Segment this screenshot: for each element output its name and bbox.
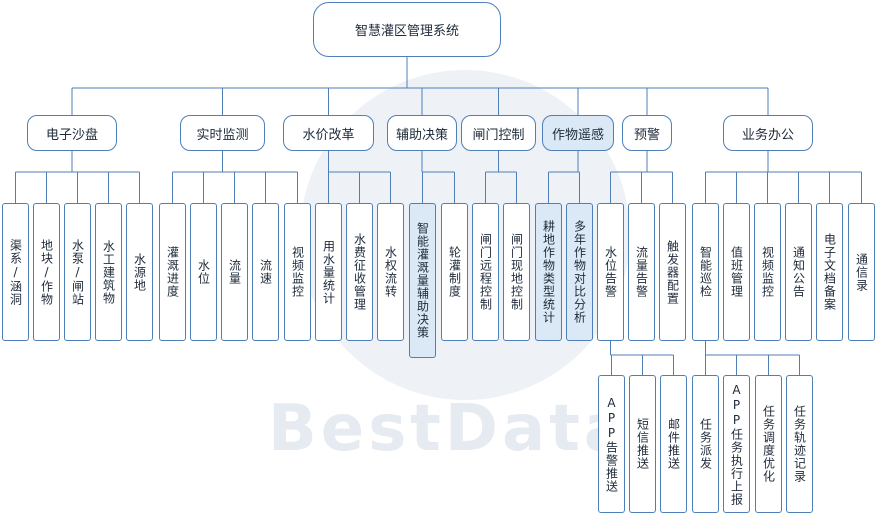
- subleaf-node: 任务派发: [692, 375, 719, 513]
- leaf-node: 闸门现地控制: [503, 203, 530, 341]
- subleaf-node: APP告警推送: [598, 375, 625, 513]
- subleaf-node: 任务调度优化: [755, 375, 782, 513]
- leaf-node: 水费征收管理: [346, 203, 373, 341]
- category-node: 水价改革: [283, 115, 374, 151]
- leaf-node: 灌溉进度: [159, 203, 186, 341]
- leaf-node: 水工建筑物: [95, 203, 122, 341]
- leaf-node: 水权流转: [377, 203, 404, 341]
- subleaf-node: 短信推送: [629, 375, 656, 513]
- category-node: 实时监测: [180, 115, 265, 151]
- leaf-node: 渠系/涵洞: [2, 203, 29, 341]
- leaf-node: 水位: [190, 203, 217, 341]
- leaf-node: 触发器配置: [659, 203, 686, 341]
- leaf-node: 流量: [221, 203, 248, 341]
- category-node: 辅助决策: [387, 115, 457, 151]
- leaf-node: 值班管理: [723, 203, 750, 341]
- leaf-node: 耕地作物类型统计: [535, 203, 562, 341]
- category-node: 预警: [622, 115, 672, 151]
- leaf-node: 水泵/闸站: [64, 203, 91, 341]
- leaf-node: 用水量统计: [315, 203, 342, 341]
- leaf-node: 流速: [252, 203, 279, 341]
- category-node: 业务办公: [723, 115, 813, 151]
- category-node: 闸门控制: [461, 115, 536, 151]
- subleaf-node: APP任务执行上报: [723, 375, 750, 513]
- leaf-node: 智能巡检: [692, 203, 719, 341]
- leaf-node: 闸门远程控制: [472, 203, 499, 341]
- leaf-node: 电子文档备案: [816, 203, 843, 341]
- leaf-node: 流量告警: [628, 203, 655, 341]
- leaf-node: 多年作物对比分析: [566, 203, 593, 341]
- leaf-node: 通信录: [848, 203, 875, 341]
- leaf-node: 水位告警: [597, 203, 624, 341]
- leaf-node: 视频监控: [284, 203, 311, 341]
- watermark-text: BestData: [268, 392, 631, 466]
- leaf-node: 通知公告: [785, 203, 812, 341]
- leaf-node: 轮灌制度: [441, 203, 468, 341]
- category-node: 电子沙盘: [27, 115, 117, 151]
- subleaf-node: 邮件推送: [660, 375, 687, 513]
- root-node: 智慧灌区管理系统: [313, 2, 501, 57]
- leaf-node: 视频监控: [754, 203, 781, 341]
- category-node: 作物遥感: [542, 115, 614, 151]
- leaf-node: 水源地: [126, 203, 153, 341]
- leaf-node: 地块/作物: [33, 203, 60, 341]
- subleaf-node: 任务轨迹记录: [786, 375, 813, 513]
- leaf-node: 智能灌溉量辅助决策: [409, 203, 436, 358]
